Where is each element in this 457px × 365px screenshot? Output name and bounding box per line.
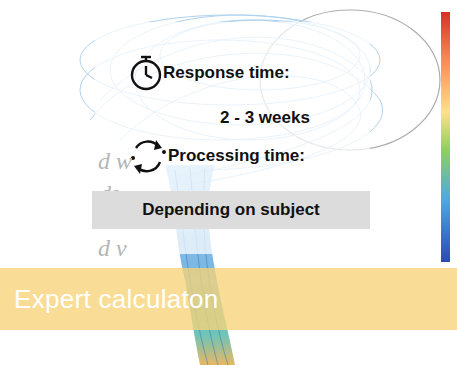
color-bar [441, 12, 450, 262]
cycle-icon [131, 140, 166, 174]
title-band: Expert calculaton [0, 268, 457, 330]
formula-fragment: d w [98, 148, 132, 175]
node-text: Depending on subject [142, 200, 320, 220]
formula-fragment: d v [98, 235, 127, 262]
stopwatch-icon [132, 57, 160, 89]
field-label: Response time: [163, 63, 290, 83]
field-value: 2 - 3 weeks [220, 108, 310, 128]
node-text: Expert calculaton [14, 284, 219, 315]
field-label: Processing time: [168, 146, 305, 166]
highlight-box: Depending on subject [92, 191, 370, 229]
